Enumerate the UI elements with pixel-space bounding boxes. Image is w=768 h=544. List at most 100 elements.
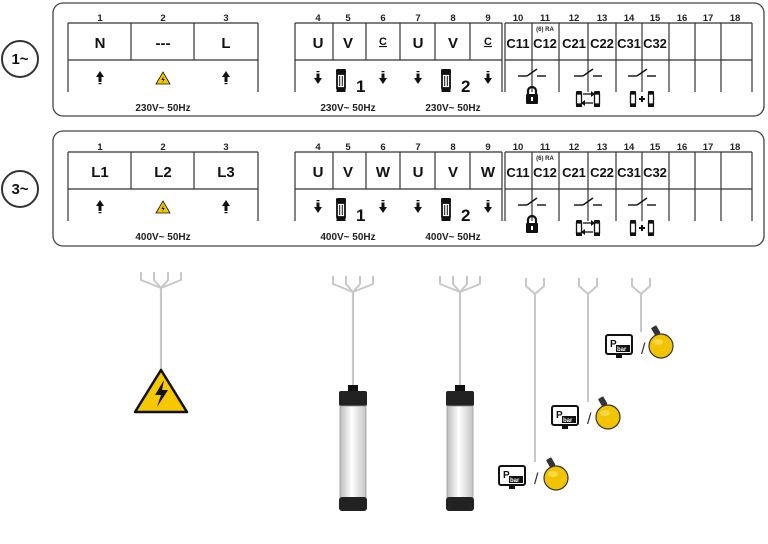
terminal-label: C22 [590, 36, 614, 51]
terminal-number: 4 [315, 13, 321, 24]
terminal-number: 4 [315, 142, 321, 153]
terminal-number: 12 [569, 13, 580, 24]
motor-1-voltage: 230V~ 50Hz [320, 103, 375, 114]
pressure-switch-icon [551, 405, 579, 430]
terminal-label: C12 [533, 165, 557, 180]
config-1-terminal-strip: 1N2---3L4U5V6C7U8V9C10C1111C1212C2113C22… [67, 13, 753, 114]
terminal-label: U [413, 164, 424, 181]
terminal-number: 5 [345, 142, 351, 153]
pump-1-number: 1 [356, 77, 365, 96]
terminal-number: 3 [223, 13, 228, 24]
config-1-panel: 1N2---3L4U5V6C7U8V9C10C1111C1212C2113C22… [52, 2, 765, 117]
terminal-label: C [484, 36, 492, 48]
terminal-label: L3 [217, 164, 235, 181]
config-1-badge: 1~ [1, 40, 39, 78]
sensor-3-cable [631, 277, 651, 332]
terminal-number: 2 [160, 142, 165, 153]
motor-2-voltage: 400V~ 50Hz [425, 232, 480, 243]
terminal-number: 15 [650, 13, 661, 24]
terminal-label: V [343, 35, 353, 52]
sensor-2-group: / [551, 395, 621, 430]
supply-voltage: 230V~ 50Hz [135, 103, 190, 114]
terminal-number: 18 [730, 13, 741, 24]
pump-2-submersible [446, 385, 474, 511]
pump-1-cable [332, 275, 374, 388]
pump-1-submersible [339, 385, 367, 511]
terminal-label: C12 [533, 36, 557, 51]
terminal-number: 10 [513, 13, 524, 24]
pump-2-number: 2 [461, 77, 470, 96]
terminal-label: W [376, 164, 391, 181]
float-switch-icon [595, 395, 621, 430]
terminal-label: C32 [643, 36, 667, 51]
config-3-panel: 1L12L23L34U5V6W7U8V9W10C1111C1212C2113C2… [52, 130, 765, 247]
terminal-label: N [95, 35, 106, 52]
terminal-label: C22 [590, 165, 614, 180]
power-supply-cable [133, 271, 189, 414]
terminal-label: C11 [506, 165, 529, 180]
pump-icon [335, 197, 347, 222]
terminal-label: V [343, 164, 353, 181]
terminal-number: 14 [624, 142, 635, 153]
sensor-separator: / [641, 341, 646, 358]
terminal-label: L [221, 35, 230, 52]
pressure-switch-icon [605, 334, 633, 359]
sensor-1-cable [525, 277, 545, 462]
terminal-number: 11 [540, 142, 551, 153]
terminal-number: 15 [650, 142, 661, 153]
terminal-number: 10 [513, 142, 524, 153]
terminal-number: 7 [415, 13, 420, 24]
terminal-number: 18 [730, 142, 741, 153]
ra-note: (6) RA [536, 156, 554, 162]
terminal-label: V [448, 164, 458, 181]
terminal-number: 9 [485, 142, 490, 153]
config-3-terminal-strip: 1L12L23L34U5V6W7U8V9W10C1111C1212C2113C2… [67, 142, 753, 243]
sensor-1-group: / [498, 456, 569, 491]
terminal-number: 12 [569, 142, 580, 153]
config-3-badge: 3~ [1, 170, 39, 208]
sensor-3-group: / [605, 324, 674, 359]
terminal-label: --- [156, 35, 171, 52]
float-switch-icon [648, 324, 674, 359]
terminal-number: 17 [703, 13, 714, 24]
terminal-label: L2 [154, 164, 172, 181]
terminal-number: 2 [160, 13, 165, 24]
terminal-number: 17 [703, 142, 714, 153]
float-switch-icon [543, 456, 569, 491]
terminal-number: 1 [97, 142, 103, 153]
motor-2-voltage: 230V~ 50Hz [425, 103, 480, 114]
terminal-number: 5 [345, 13, 351, 24]
terminal-number: 8 [450, 13, 455, 24]
pump-2-cable [439, 275, 481, 388]
terminal-label: U [313, 164, 324, 181]
terminal-number: 16 [677, 13, 688, 24]
sensor-separator: / [587, 411, 592, 428]
terminal-number: 3 [223, 142, 228, 153]
terminal-label: W [481, 164, 496, 181]
terminal-number: 14 [624, 13, 635, 24]
motor-1-voltage: 400V~ 50Hz [320, 232, 375, 243]
pressure-switch-icon [498, 465, 526, 490]
pump-2-number: 2 [461, 206, 470, 225]
terminal-label: C31 [617, 36, 641, 51]
terminal-label: C31 [617, 165, 641, 180]
pump-icon [440, 68, 452, 93]
ra-note: (6) RA [536, 27, 554, 33]
terminal-label: U [313, 35, 324, 52]
sensor-2-cable [578, 277, 598, 402]
high-voltage-warning-icon [133, 368, 189, 414]
svg-text:3~: 3~ [11, 181, 28, 198]
terminal-number: 8 [450, 142, 455, 153]
terminal-label: C [379, 36, 387, 48]
sensor-separator: / [534, 471, 539, 488]
terminal-number: 1 [97, 13, 103, 24]
svg-text:1~: 1~ [11, 51, 28, 68]
supply-voltage: 400V~ 50Hz [135, 232, 190, 243]
terminal-label: C32 [643, 165, 667, 180]
terminal-number: 6 [380, 13, 385, 24]
terminal-number: 11 [540, 13, 551, 24]
pump-icon [440, 197, 452, 222]
terminal-number: 13 [597, 13, 608, 24]
pump-icon [335, 68, 347, 93]
